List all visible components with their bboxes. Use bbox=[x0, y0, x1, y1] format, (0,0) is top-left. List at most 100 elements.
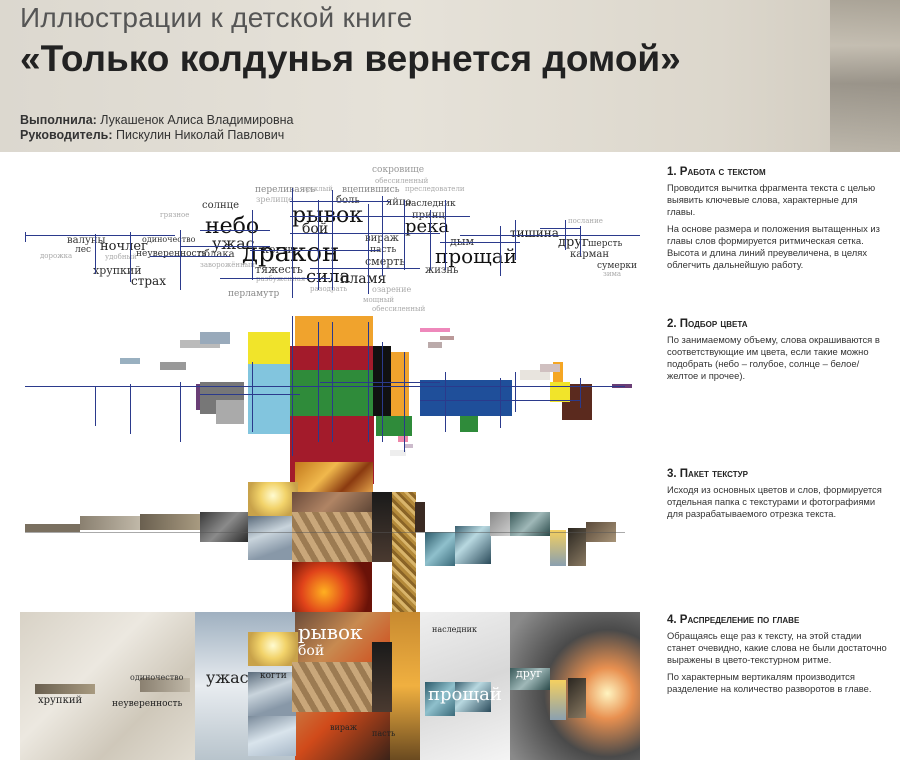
grid-word: неуверенность bbox=[136, 249, 207, 259]
grid-word: одиночество bbox=[142, 235, 196, 244]
grid-word: перламутр bbox=[228, 289, 280, 299]
header-banner: Иллюстрации к детской книге «Только колд… bbox=[0, 0, 900, 152]
grid-line-vertical bbox=[252, 210, 253, 280]
grid-line-vertical bbox=[515, 220, 516, 260]
grid-line-horizontal bbox=[200, 394, 300, 395]
grid-line-horizontal bbox=[200, 230, 270, 231]
texture-tile bbox=[392, 492, 416, 612]
page-subtitle: Иллюстрации к детской книге bbox=[20, 2, 413, 33]
grid-word: пламя bbox=[340, 271, 387, 287]
section-title: 1. Работа с текстом bbox=[667, 166, 766, 178]
color-block bbox=[405, 444, 413, 448]
distribution-word: наследник bbox=[432, 625, 477, 634]
grid-line-vertical bbox=[382, 342, 383, 442]
grid-line-horizontal bbox=[440, 242, 520, 243]
grid-word: ужас bbox=[212, 234, 255, 253]
grid-word: зрелище bbox=[256, 195, 293, 204]
grid-line-vertical bbox=[318, 200, 319, 290]
grid-line-vertical bbox=[404, 352, 405, 452]
texture-tile bbox=[292, 562, 372, 612]
grid-line-vertical bbox=[404, 200, 405, 270]
grid-word: принц bbox=[412, 211, 445, 221]
grid-line-vertical bbox=[292, 316, 293, 456]
grid-line-vertical bbox=[580, 226, 581, 256]
grid-line-vertical bbox=[445, 372, 446, 432]
grid-line-vertical bbox=[332, 322, 333, 442]
spread-panel bbox=[390, 612, 420, 760]
grid-line-vertical bbox=[500, 226, 501, 276]
section-paragraph: Исходя из основных цветов и слов, формир… bbox=[667, 484, 882, 519]
grid-word: река bbox=[405, 216, 450, 237]
supervisor-line: Руководитель: Пискулин Николай Павлович bbox=[20, 128, 284, 142]
author-label: Выполнила: bbox=[20, 113, 97, 127]
grid-word: вцепившись bbox=[342, 185, 400, 195]
grid-word: ночлег bbox=[100, 239, 148, 254]
grid-line-vertical bbox=[25, 232, 26, 242]
texture-tile bbox=[80, 516, 140, 530]
grid-word: шерсть bbox=[588, 239, 623, 249]
color-block bbox=[376, 416, 412, 436]
grid-word: тусклый bbox=[302, 185, 333, 193]
grid-line-vertical bbox=[445, 200, 446, 270]
distribution-word: ужас bbox=[206, 668, 249, 687]
grid-line-horizontal bbox=[25, 235, 175, 236]
texture-tile bbox=[372, 492, 392, 562]
grid-word: хрупкий bbox=[93, 264, 142, 277]
distribution-word: бой bbox=[298, 643, 325, 659]
grid-word: наследник bbox=[405, 199, 456, 209]
grid-line-vertical bbox=[95, 386, 96, 426]
section-title: 2. Подбор цвета bbox=[667, 318, 748, 330]
texture-tile bbox=[248, 672, 296, 716]
grid-line-horizontal bbox=[290, 201, 390, 202]
grid-word: бой bbox=[302, 221, 329, 237]
grid-word: дракон bbox=[242, 238, 340, 268]
supervisor-label: Руководитель: bbox=[20, 128, 113, 142]
texture-tile bbox=[248, 716, 296, 756]
distribution-word: хрупкий bbox=[38, 695, 83, 706]
grid-word: солнце bbox=[202, 200, 239, 211]
grid-line-vertical bbox=[130, 232, 131, 282]
color-block bbox=[248, 332, 290, 364]
grid-word: дым bbox=[450, 235, 475, 248]
section-title: 3. Пакет текстур bbox=[667, 468, 748, 480]
grid-word: обессиленный bbox=[375, 177, 429, 185]
grid-word: разбуженная bbox=[256, 275, 306, 283]
grid-line-horizontal bbox=[310, 268, 420, 269]
texture-tile bbox=[550, 530, 566, 566]
color-block bbox=[160, 362, 186, 370]
texture-tile bbox=[140, 514, 200, 530]
texture-tile bbox=[292, 662, 372, 712]
color-block bbox=[540, 364, 560, 372]
color-block bbox=[460, 416, 478, 432]
texture-tile bbox=[415, 502, 425, 532]
grid-line-horizontal bbox=[290, 233, 440, 234]
texture-tile bbox=[200, 512, 248, 542]
grid-word: смерть bbox=[365, 255, 406, 268]
color-block-composition bbox=[20, 312, 640, 484]
section-paragraph: Проводится вычитка фрагмента текста с це… bbox=[667, 182, 876, 217]
grid-word: валуны bbox=[67, 235, 106, 246]
texture-tile bbox=[455, 682, 491, 712]
texture-tile bbox=[25, 524, 80, 532]
grid-line-vertical bbox=[130, 384, 131, 434]
grid-word: мощный bbox=[363, 296, 395, 304]
grid-word: переливаясь bbox=[255, 185, 316, 195]
texture-tile bbox=[372, 642, 392, 712]
grid-line-vertical bbox=[318, 322, 319, 442]
grid-word: дорожка bbox=[40, 252, 73, 260]
color-block bbox=[390, 450, 406, 456]
texture-tile bbox=[140, 678, 190, 692]
grid-line-vertical bbox=[368, 322, 369, 442]
grid-word: обессиленный bbox=[372, 305, 426, 313]
grid-line-horizontal bbox=[180, 246, 270, 247]
grid-word: преследователи bbox=[405, 185, 465, 193]
color-block bbox=[550, 382, 570, 402]
grid-line-vertical bbox=[430, 210, 431, 270]
grid-line-horizontal bbox=[290, 216, 470, 217]
texture-tile bbox=[295, 462, 373, 492]
texture-tile bbox=[425, 682, 455, 716]
grid-word: разодрать bbox=[310, 285, 348, 293]
supervisor-name: Пискулин Николай Павлович bbox=[115, 128, 285, 142]
grid-line-vertical bbox=[252, 362, 253, 432]
